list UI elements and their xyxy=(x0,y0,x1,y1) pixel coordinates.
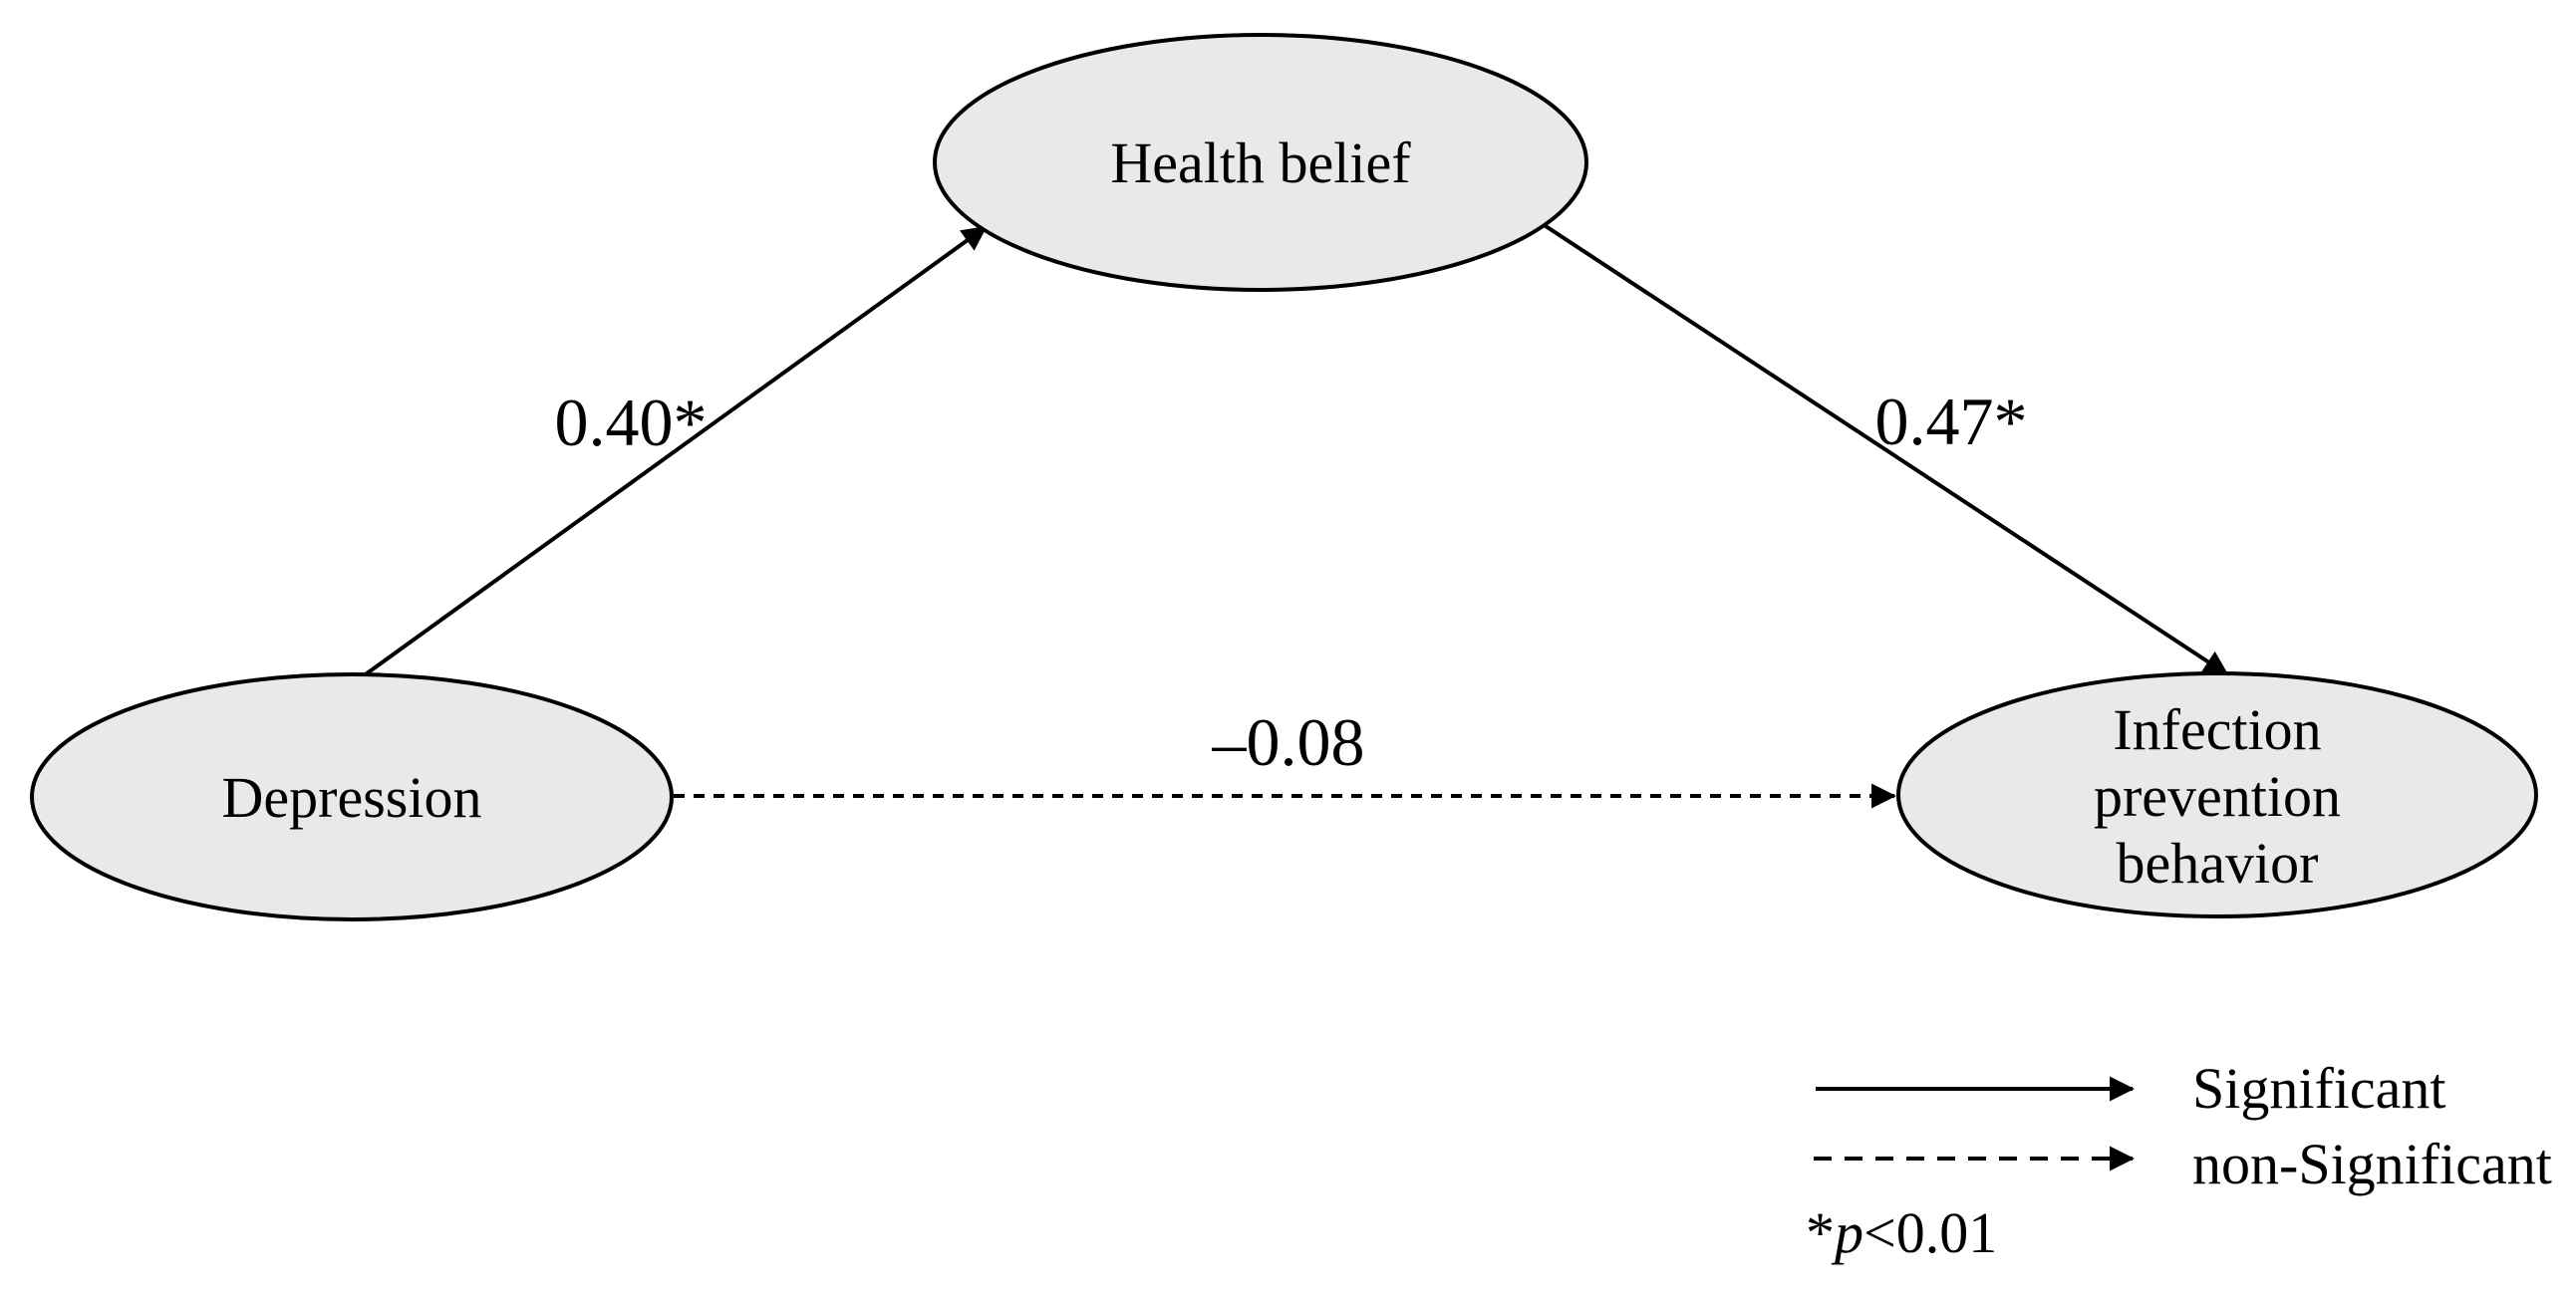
significance-note: *p<0.01 xyxy=(1806,1200,1997,1265)
legend-significant-label: Significant xyxy=(2192,1056,2446,1121)
node-infection-prevention-behavior: Infection prevention behavior xyxy=(1896,671,2538,918)
note-p: p xyxy=(1831,1200,1863,1265)
legend-non-significant-label: non-Significant xyxy=(2192,1132,2552,1196)
path-coefficient-b: 0.47* xyxy=(1875,384,2028,459)
node-health-belief: Health belief xyxy=(933,33,1588,292)
depression-ellipse xyxy=(30,672,674,921)
path-coefficient-c: –0.08 xyxy=(1212,704,1365,780)
infection-prevention-behavior-label-line-1: Infection xyxy=(2113,697,2321,762)
path-depression-to-health-belief: 0.40* xyxy=(361,225,988,678)
significant-arrow-line xyxy=(361,225,988,678)
node-depression: Depression xyxy=(30,672,674,921)
path-coefficient-a: 0.40* xyxy=(555,385,708,460)
infection-prevention-behavior-label-line-2: prevention xyxy=(2094,764,2341,829)
health-belief-label: Health belief xyxy=(1110,130,1411,195)
infection-prevention-behavior-label-line-3: behavior xyxy=(2117,831,2319,896)
path-health-belief-to-infection-prevention-behavior: 0.47* xyxy=(1541,222,2229,676)
note-threshold: <0.01 xyxy=(1863,1200,1997,1265)
path-depression-to-infection-prevention-behavior: –0.08 xyxy=(674,704,1897,809)
health-belief-ellipse xyxy=(933,33,1588,292)
note-star: * xyxy=(1806,1200,1835,1265)
depression-label: Depression xyxy=(222,765,482,830)
infection-prevention-behavior-ellipse xyxy=(1896,671,2538,918)
significant-arrow-line xyxy=(1541,222,2229,676)
legend: Significant non-Significant *p<0.01 xyxy=(1806,1056,2552,1265)
